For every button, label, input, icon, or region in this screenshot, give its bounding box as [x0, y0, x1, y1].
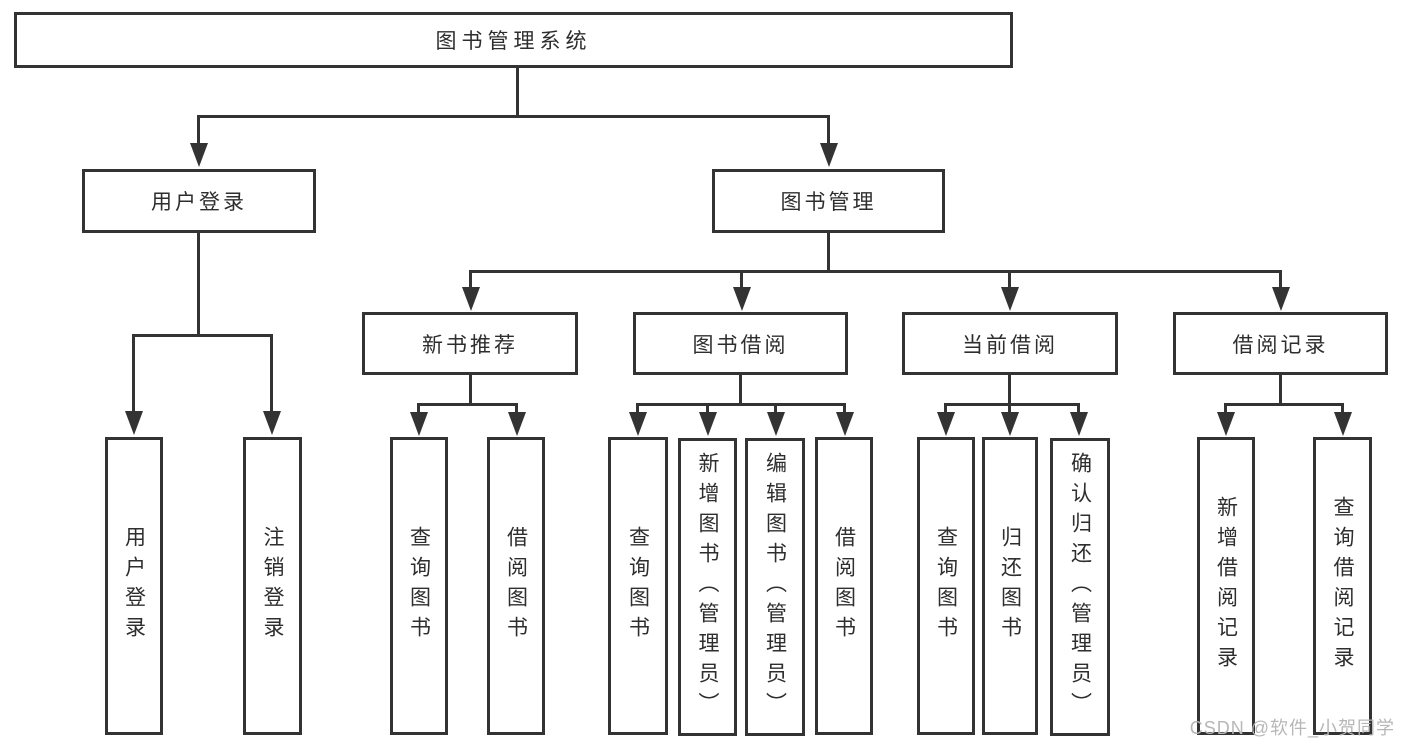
- node-leaf-return-books: 归还图书: [982, 437, 1038, 735]
- arrow-down-icon: [1272, 287, 1290, 311]
- arrow-down-icon: [508, 412, 526, 436]
- connector-book-borrow-stem: [739, 375, 742, 406]
- connector-drop: [706, 403, 709, 414]
- arrow-down-icon: [1334, 412, 1352, 436]
- node-label: 查询图书: [407, 526, 431, 646]
- csdn-watermark: CSDN @软件_小贺同学: [1189, 718, 1395, 738]
- node-leaf-query-books-current: 查询图书: [917, 437, 975, 735]
- arrow-down-icon: [125, 411, 143, 435]
- node-borrow-records: 借阅记录: [1173, 312, 1388, 375]
- connector-drop-logout: [270, 334, 273, 412]
- node-leaf-borrow-books-recommend: 借阅图书: [487, 437, 545, 735]
- node-label: 编辑图书（管理员）: [763, 452, 787, 722]
- connector-book-borrow-rail: [636, 403, 846, 406]
- connector-borrow-records-rail: [1224, 403, 1344, 406]
- connector-drop-user-login: [197, 115, 200, 143]
- node-label: 图书管理: [780, 191, 877, 214]
- arrow-down-icon: [462, 287, 480, 311]
- node-label: 图书借阅: [692, 333, 789, 357]
- arrow-down-icon: [733, 287, 751, 311]
- node-user-login: 用户登录: [82, 169, 316, 233]
- node-new-book-recommend: 新书推荐: [362, 312, 578, 375]
- node-leaf-add-borrow-record: 新增借阅记录: [1197, 437, 1255, 735]
- connector-drop-book-borrow: [740, 270, 743, 288]
- node-label: 用户登录: [151, 191, 247, 214]
- arrow-down-icon: [937, 412, 955, 436]
- connector-new-books-rail: [417, 403, 518, 406]
- arrow-down-icon: [1217, 412, 1235, 436]
- arrow-down-icon: [1001, 412, 1019, 436]
- node-leaf-query-books-recommend: 查询图书: [390, 437, 448, 735]
- connector-drop: [1224, 403, 1227, 414]
- connector-drop: [1341, 403, 1344, 414]
- node-label: 查询借阅记录: [1331, 496, 1354, 676]
- connector-drop: [843, 403, 846, 414]
- connector-drop: [417, 403, 420, 414]
- connector-drop-current-borrow: [1008, 270, 1011, 288]
- node-label: 借阅图书: [832, 526, 856, 646]
- node-label: 图书管理系统: [435, 30, 592, 53]
- connector-drop: [636, 403, 639, 414]
- node-label: 用户登录: [122, 526, 146, 646]
- arrow-down-icon: [190, 143, 208, 167]
- connector-level3-rail: [469, 270, 1282, 273]
- node-leaf-borrow-books: 借阅图书: [815, 437, 873, 735]
- arrow-down-icon: [820, 143, 838, 167]
- node-leaf-add-books-admin: 新增图书（管理员）: [678, 438, 737, 736]
- node-label: 新增借阅记录: [1214, 496, 1238, 676]
- arrow-down-icon: [699, 412, 717, 436]
- arrow-down-icon: [836, 412, 854, 436]
- connector-drop: [1077, 403, 1080, 414]
- node-leaf-user-login: 用户登录: [105, 437, 163, 735]
- node-label: 借阅图书: [504, 526, 528, 646]
- node-leaf-logout: 注销登录: [243, 437, 302, 735]
- connector-drop: [515, 403, 518, 414]
- node-label: 查询图书: [934, 526, 958, 646]
- connector-current-borrow-rail: [944, 403, 1080, 406]
- arrow-down-icon: [767, 412, 785, 436]
- connector-drop: [1008, 403, 1011, 414]
- connector-drop-book-management: [827, 115, 830, 143]
- connector-level2-rail: [197, 115, 830, 118]
- connector-root-stem: [516, 68, 519, 117]
- connector-drop-login: [132, 334, 135, 412]
- node-leaf-edit-books-admin: 编辑图书（管理员）: [745, 438, 805, 736]
- node-label: 注销登录: [261, 526, 284, 646]
- node-label: 当前借阅: [962, 333, 1058, 357]
- node-library-management-system: 图书管理系统: [14, 12, 1013, 68]
- node-label: 新增图书（管理员）: [696, 452, 719, 722]
- arrow-down-icon: [629, 412, 647, 436]
- connector-drop-new-books: [469, 270, 472, 288]
- node-leaf-query-borrow-record: 查询借阅记录: [1313, 437, 1372, 735]
- node-book-borrow: 图书借阅: [633, 312, 848, 375]
- node-label: 新书推荐: [422, 333, 518, 357]
- arrow-down-icon: [410, 412, 428, 436]
- connector-user-login-stem: [197, 233, 200, 337]
- arrow-down-icon: [1070, 412, 1088, 436]
- node-book-management: 图书管理: [712, 169, 945, 233]
- node-label: 确认归还（管理员）: [1068, 452, 1092, 722]
- connector-current-borrow-stem: [1008, 375, 1011, 406]
- connector-book-management-stem: [827, 233, 830, 272]
- node-current-borrow: 当前借阅: [902, 312, 1118, 375]
- node-leaf-query-books-borrow: 查询图书: [608, 437, 668, 735]
- connector-drop: [944, 403, 947, 414]
- connector-drop-borrow-records: [1279, 270, 1282, 288]
- node-label: 借阅记录: [1232, 333, 1329, 357]
- arrow-down-icon: [263, 411, 281, 435]
- node-leaf-confirm-return-admin: 确认归还（管理员）: [1050, 438, 1110, 736]
- connector-borrow-records-stem: [1279, 375, 1282, 406]
- connector-new-books-stem: [469, 375, 472, 406]
- connector-drop: [774, 403, 777, 414]
- connector-user-login-rail: [132, 334, 273, 337]
- arrow-down-icon: [1001, 287, 1019, 311]
- node-label: 查询图书: [626, 526, 650, 646]
- node-label: 归还图书: [998, 526, 1022, 646]
